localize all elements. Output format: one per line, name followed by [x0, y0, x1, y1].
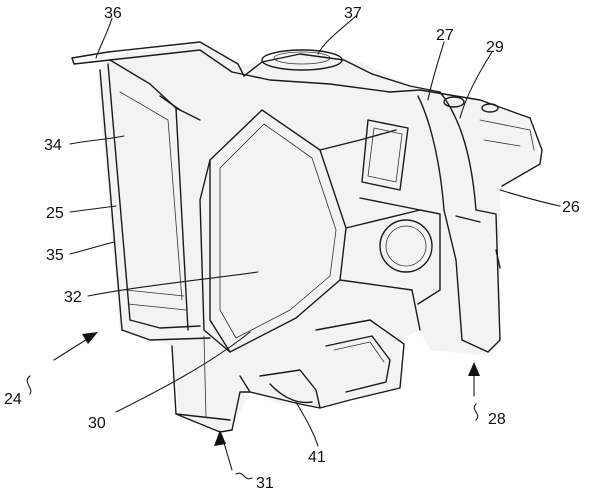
- leader-27: [427, 41, 445, 101]
- ref-37: 37: [344, 5, 362, 22]
- round-port: [379, 219, 433, 273]
- leader-41: [295, 401, 319, 447]
- ref-29: 29: [486, 39, 504, 56]
- leader-34: [69, 135, 125, 145]
- arrow-31: [214, 430, 253, 480]
- ref-41: 41: [308, 449, 326, 466]
- central-panel: [199, 109, 441, 353]
- ref-25: 25: [46, 205, 64, 222]
- ref-35: 35: [46, 247, 64, 264]
- leader-26: [499, 189, 561, 207]
- port-box: [359, 119, 441, 305]
- right-bracket: [389, 89, 543, 353]
- leader-32: [87, 271, 259, 297]
- ref-31: 31: [256, 475, 274, 492]
- ref-24: 24: [4, 391, 22, 408]
- ref-27: 27: [436, 27, 454, 44]
- ref-36: 36: [104, 5, 122, 22]
- leader-36: [95, 17, 113, 59]
- arrow-24: [26, 332, 98, 395]
- leader-lines: [69, 15, 561, 447]
- ref-30: 30: [88, 415, 106, 432]
- leader-37: [317, 15, 357, 55]
- leader-35: [69, 241, 115, 255]
- ref-34: 34: [44, 137, 62, 154]
- ref-28: 28: [488, 411, 506, 428]
- leader-25: [69, 205, 117, 213]
- ref-32: 32: [64, 289, 82, 306]
- left-shroud: [71, 41, 245, 341]
- ref-26: 26: [562, 199, 580, 216]
- arrow-28: [468, 362, 480, 421]
- leader-29: [459, 51, 493, 119]
- leader-30: [115, 331, 251, 413]
- lower-outlet: [171, 319, 405, 433]
